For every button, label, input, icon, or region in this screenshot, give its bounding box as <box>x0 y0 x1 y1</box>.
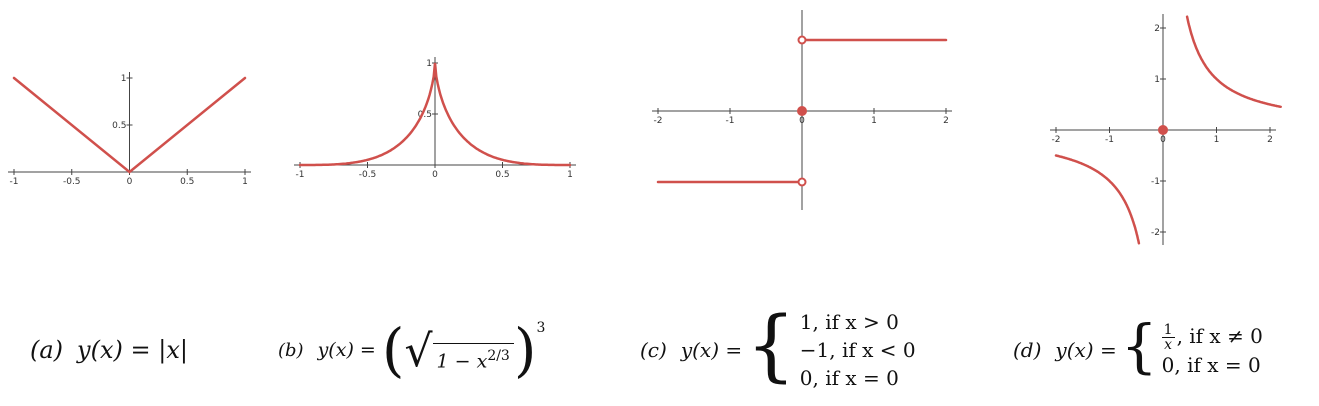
open-point <box>797 35 807 45</box>
radicand: 1 − x2/3 <box>432 342 514 372</box>
caption-a: (a) y(x) = |x| <box>30 300 188 400</box>
x-tick-label: 1 <box>567 170 573 180</box>
x-tick-label: -2 <box>654 116 663 126</box>
series-line <box>298 62 572 167</box>
caption-d-lhs: y(x) = <box>1055 338 1117 362</box>
radical-sign: √ <box>404 326 433 377</box>
close-paren: ) <box>513 316 537 384</box>
caption-b-lhs: y(x) = <box>317 339 376 361</box>
caption-c: (c) y(x) = { 1, if x > 0 −1, if x < 0 0,… <box>640 300 916 400</box>
chart-b: -1 -0.5 0 0.5 1 0.5 1 <box>294 57 576 180</box>
x-tick-label: 0.5 <box>180 177 194 187</box>
x-tick-label: 0 <box>799 116 805 126</box>
caption-a-formula: y(x) = |x| <box>77 336 188 364</box>
case-row: 0, if x = 0 <box>1161 352 1261 377</box>
series-line <box>1054 154 1141 245</box>
caption-c-label: (c) <box>640 338 667 362</box>
open-paren: ( <box>381 316 405 384</box>
x-tick-label: -0.5 <box>63 177 81 187</box>
x-tick-label: 2 <box>1267 135 1273 145</box>
case-row: 0, if x = 0 <box>799 366 899 390</box>
x-tick-label: -1 <box>10 177 19 187</box>
chart-a: -1 -0.5 0 0.5 1 0.5 1 <box>8 72 251 187</box>
x-tick-label: 0 <box>127 177 133 187</box>
filled-point <box>797 106 807 116</box>
caption-a-label: (a) <box>30 336 64 364</box>
case-row: 1 x , if x ≠ 0 <box>1161 321 1263 353</box>
chart-c: -2 -1 0 1 2 <box>652 10 952 210</box>
x-tick-label: -2 <box>1052 135 1061 145</box>
x-tick-label: 1 <box>871 116 877 126</box>
y-tick-label: -2 <box>1151 228 1160 238</box>
y-tick-label: 1 <box>121 74 127 84</box>
open-point <box>797 177 807 187</box>
y-tick-label: 1 <box>426 59 432 69</box>
filled-point <box>1158 125 1168 135</box>
x-tick-label: -1 <box>296 170 305 180</box>
x-tick-label: 1 <box>242 177 248 187</box>
inner-exponent: 2/3 <box>487 347 510 364</box>
outer-exponent: 3 <box>536 320 546 336</box>
case-row: −1, if x < 0 <box>799 338 916 362</box>
x-tick-label: -0.5 <box>359 170 377 180</box>
caption-b-label: (b) <box>278 339 304 361</box>
x-tick-label: 0.5 <box>495 170 509 180</box>
x-tick-label: 1 <box>1214 135 1220 145</box>
x-tick-label: 0 <box>432 170 438 180</box>
x-tick-label: -1 <box>726 116 735 126</box>
cases-brace: { <box>746 301 796 391</box>
case-row: 1, if x > 0 <box>799 310 899 334</box>
y-tick-label: 0.5 <box>418 110 432 120</box>
cases-brace: { <box>1120 312 1158 380</box>
y-tick-label: -1 <box>1151 177 1160 187</box>
caption-d-label: (d) <box>1013 338 1042 362</box>
sqrt-group: √ 1 − x2/3 <box>404 326 514 377</box>
x-tick-label: -1 <box>1105 135 1114 145</box>
y-tick-label: 2 <box>1154 24 1160 34</box>
cases-list: 1 x , if x ≠ 0 0, if x = 0 <box>1161 321 1263 378</box>
x-tick-label: 2 <box>943 116 949 126</box>
series-line <box>1185 15 1282 109</box>
caption-d: (d) y(x) = { 1 x , if x ≠ 0 0, if x = 0 <box>1013 300 1263 400</box>
chart-d: -2 -1 0 1 2 -2 -1 1 2 <box>1050 14 1282 245</box>
fraction: 1 x <box>1161 321 1175 353</box>
y-tick-label: 0.5 <box>112 121 126 131</box>
cases-list: 1, if x > 0 −1, if x < 0 0, if x = 0 <box>800 308 916 392</box>
caption-c-lhs: y(x) = <box>680 338 743 362</box>
y-tick-label: 1 <box>1154 75 1160 85</box>
x-tick-label: 0 <box>1160 135 1166 145</box>
series-line <box>12 76 247 174</box>
caption-b: (b) y(x) = ( √ 1 − x2/3 ) 3 <box>278 300 545 400</box>
